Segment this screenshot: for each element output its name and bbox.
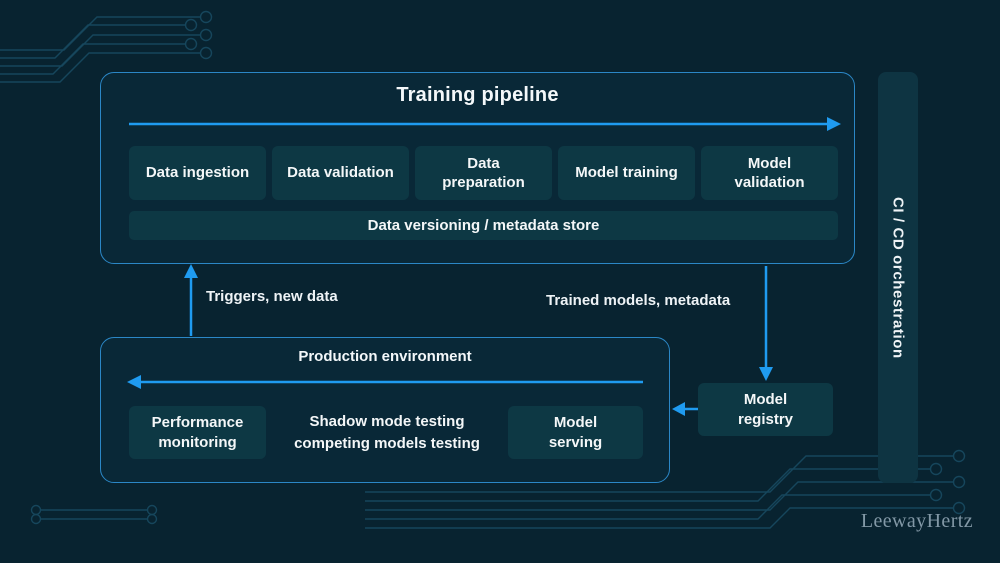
- pipeline-stage-row: Data ingestion Data validation Data prep…: [129, 146, 838, 200]
- cicd-orchestration-bar: CI / CD orchestration: [878, 72, 918, 483]
- model-registry-label: Model registry: [737, 391, 794, 428]
- stage-label: Data ingestion: [145, 164, 250, 182]
- stage-label: Model validation: [734, 154, 805, 192]
- training-pipeline-panel: Training pipeline Data ingestion Data va…: [100, 72, 855, 264]
- stage-label: Data validation: [287, 164, 394, 182]
- stage-label: Data preparation: [442, 154, 525, 192]
- performance-monitoring-box: Performance monitoring: [129, 406, 266, 459]
- model-serving-label: Model serving: [548, 414, 603, 451]
- production-items-row: Performance monitoring Shadow mode testi…: [129, 406, 643, 459]
- triggers-arrow-up: [184, 264, 198, 336]
- model-registry-box: Model registry: [698, 383, 833, 436]
- pipeline-flow-arrow-right: [129, 117, 841, 131]
- cicd-orchestration-label: CI / CD orchestration: [889, 196, 907, 359]
- stage-label: Model training: [575, 164, 678, 182]
- stage-data-validation: Data validation: [272, 146, 409, 200]
- metadata-store-label: Data versioning / metadata store: [367, 216, 600, 234]
- stage-data-preparation: Data preparation: [415, 146, 552, 200]
- production-environment-title: Production environment: [298, 348, 472, 365]
- trained-models-label: Trained models, metadata: [546, 292, 731, 309]
- performance-monitoring-label: Performance monitoring: [151, 414, 244, 451]
- stage-model-validation: Model validation: [701, 146, 838, 200]
- stage-data-ingestion: Data ingestion: [129, 146, 266, 200]
- metadata-store-bar: Data versioning / metadata store: [129, 211, 838, 240]
- triggers-label: Triggers, new data: [206, 288, 338, 305]
- shadow-mode-testing-text: Shadow mode testing competing models tes…: [294, 412, 480, 452]
- model-serving-box: Model serving: [508, 406, 643, 459]
- stage-model-training: Model training: [558, 146, 695, 200]
- production-environment-panel: Production environment Performance monit…: [100, 337, 670, 483]
- trained-models-arrow-down: [759, 266, 773, 381]
- leewayhertz-logo: LeewayHertz: [860, 510, 973, 532]
- production-flow-arrow-left: [127, 375, 643, 389]
- registry-to-production-arrow: [672, 402, 698, 416]
- training-pipeline-title: Training pipeline: [396, 84, 559, 106]
